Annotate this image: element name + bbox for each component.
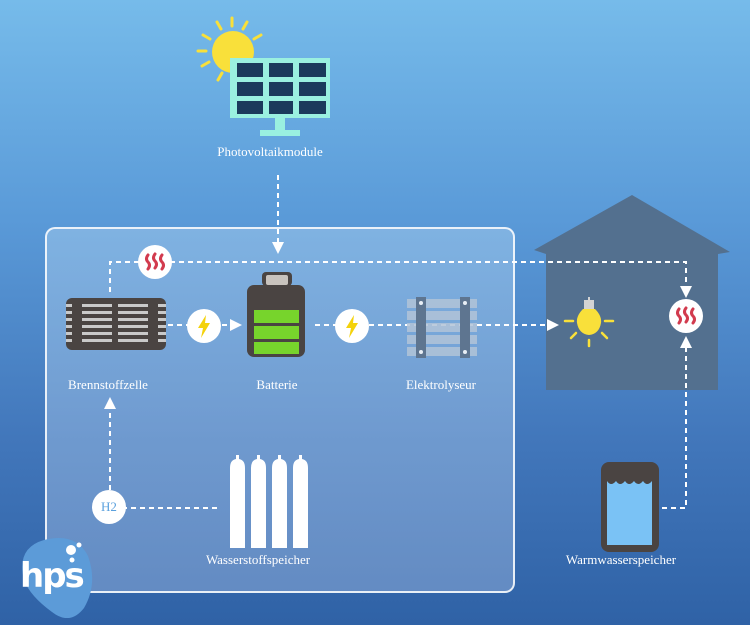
batterie-label: Batterie <box>256 377 298 392</box>
photovoltaik-label: Photovoltaikmodule <box>217 144 323 159</box>
h2-label: H2 <box>101 499 117 514</box>
hotwater-to-heat-line <box>662 336 692 509</box>
battery-icon <box>247 272 305 357</box>
water-tank-icon <box>601 462 659 552</box>
brennstoffzelle-label: Brennstoffzelle <box>68 377 148 392</box>
battery-charge-bars <box>254 310 299 354</box>
wasserstoffspeicher-label: Wasserstoffspeicher <box>205 552 311 567</box>
heat-line <box>109 261 692 298</box>
lightning-icon <box>187 309 221 343</box>
logo-text: hps <box>20 556 85 596</box>
fuel-cell-icon <box>66 298 166 350</box>
light-bulb-icon <box>563 297 615 348</box>
warmwasserspeicher-label: Warmwasserspeicher <box>565 552 677 567</box>
electrolyzer-icon <box>407 297 477 358</box>
heat-icon <box>138 245 172 279</box>
gas-cylinders-icon <box>230 455 308 548</box>
heat-icon <box>669 299 703 333</box>
lightning-icon <box>335 309 369 343</box>
hps-logo: hps <box>14 538 94 618</box>
sun-icon <box>196 16 263 82</box>
solar-panel-icon <box>196 16 330 136</box>
elektrolyseur-label: Elektrolyseur <box>405 377 477 392</box>
h2-badge: H2 <box>92 490 126 524</box>
